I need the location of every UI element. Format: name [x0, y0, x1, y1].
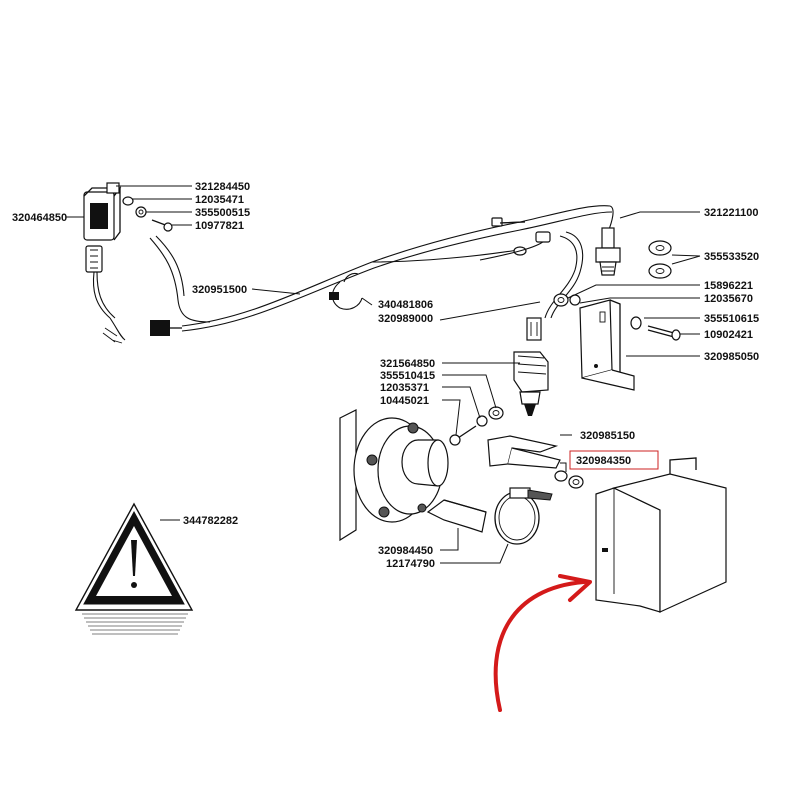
label-320985050: 320985050 [704, 351, 759, 363]
switch-connector [526, 317, 542, 341]
label-321564850: 321564850 [380, 358, 435, 370]
sensor-assembly [595, 227, 672, 279]
warning-text-lines [82, 613, 188, 635]
harness-connector [150, 320, 170, 336]
mounting-bracket-assembly [553, 293, 681, 391]
label-320989000: 320989000 [378, 313, 433, 325]
label-320951500: 320951500 [192, 284, 247, 296]
label-12174790: 12174790 [386, 558, 435, 570]
bracket-small-nut [568, 475, 584, 489]
label-355510415: 355510415 [380, 370, 435, 382]
hub-stud [407, 422, 419, 434]
label-320984450: 320984450 [378, 545, 433, 557]
switch-nut [476, 415, 488, 427]
sensor-washer-1 [648, 240, 672, 256]
red-arrow-head [558, 574, 592, 602]
sensor-body [601, 227, 615, 249]
label-320985150: 320985150 [580, 430, 635, 442]
hub-mount-plate [339, 409, 357, 542]
branch-terminal-right [535, 231, 551, 243]
relay-module-assembly [83, 182, 211, 344]
label-10445021: 10445021 [380, 395, 429, 407]
leader-lines [66, 185, 701, 564]
highlight-box [569, 450, 659, 470]
hub-stud [366, 454, 378, 466]
hub-stud [417, 503, 427, 513]
nut [122, 196, 134, 206]
wheel-hub-assembly [339, 409, 449, 542]
branch-terminal-top [491, 217, 503, 227]
washer [135, 206, 147, 218]
small-plate [426, 499, 487, 533]
pressure-switch-assembly [449, 317, 549, 446]
label-321284450: 321284450 [195, 181, 250, 193]
screw-head [163, 222, 173, 232]
pressure-switch-body [513, 351, 549, 393]
bracket-clip [106, 182, 120, 194]
hose-clamp [494, 491, 540, 545]
label-10902421: 10902421 [704, 329, 753, 341]
switch-screw-head [449, 434, 461, 446]
bracket-bolt-head [671, 329, 681, 341]
label-321221100: 321221100 [704, 207, 758, 219]
sub-harness-connector [329, 292, 339, 300]
red-arrow [493, 580, 586, 712]
label-12035670: 12035670 [704, 293, 753, 305]
label-344782282: 344782282 [183, 515, 238, 527]
label-12035371: 12035371 [380, 382, 429, 394]
hub-stud [378, 506, 390, 518]
part-number-labels: 321284450 12035471 355500515 10977821 32… [12, 181, 759, 570]
sensor-bracket-assembly [487, 435, 584, 489]
main-wiring-harness [150, 205, 614, 336]
protection-cover [595, 457, 727, 613]
sensor-bracket [487, 435, 559, 467]
bracket-small-washer [554, 470, 568, 482]
bracket-washer [630, 316, 642, 330]
exclamation-icon [131, 540, 137, 576]
label-355500515: 355500515 [195, 207, 250, 219]
relay-face [90, 203, 108, 229]
label-320464850: 320464850 [12, 212, 67, 224]
label-10977821: 10977821 [195, 220, 244, 232]
label-320984350: 320984350 [576, 455, 631, 467]
sensor-washer-2 [648, 263, 672, 279]
warning-decal [74, 502, 194, 635]
bracket-nut [553, 293, 569, 307]
label-355510615: 355510615 [704, 313, 759, 325]
clamp-assembly [426, 487, 553, 545]
label-355533520: 355533520 [704, 251, 759, 263]
label-340481806: 340481806 [378, 299, 433, 311]
label-15896221: 15896221 [704, 280, 753, 292]
label-12035471: 12035471 [195, 194, 244, 206]
switch-washer [488, 406, 504, 420]
